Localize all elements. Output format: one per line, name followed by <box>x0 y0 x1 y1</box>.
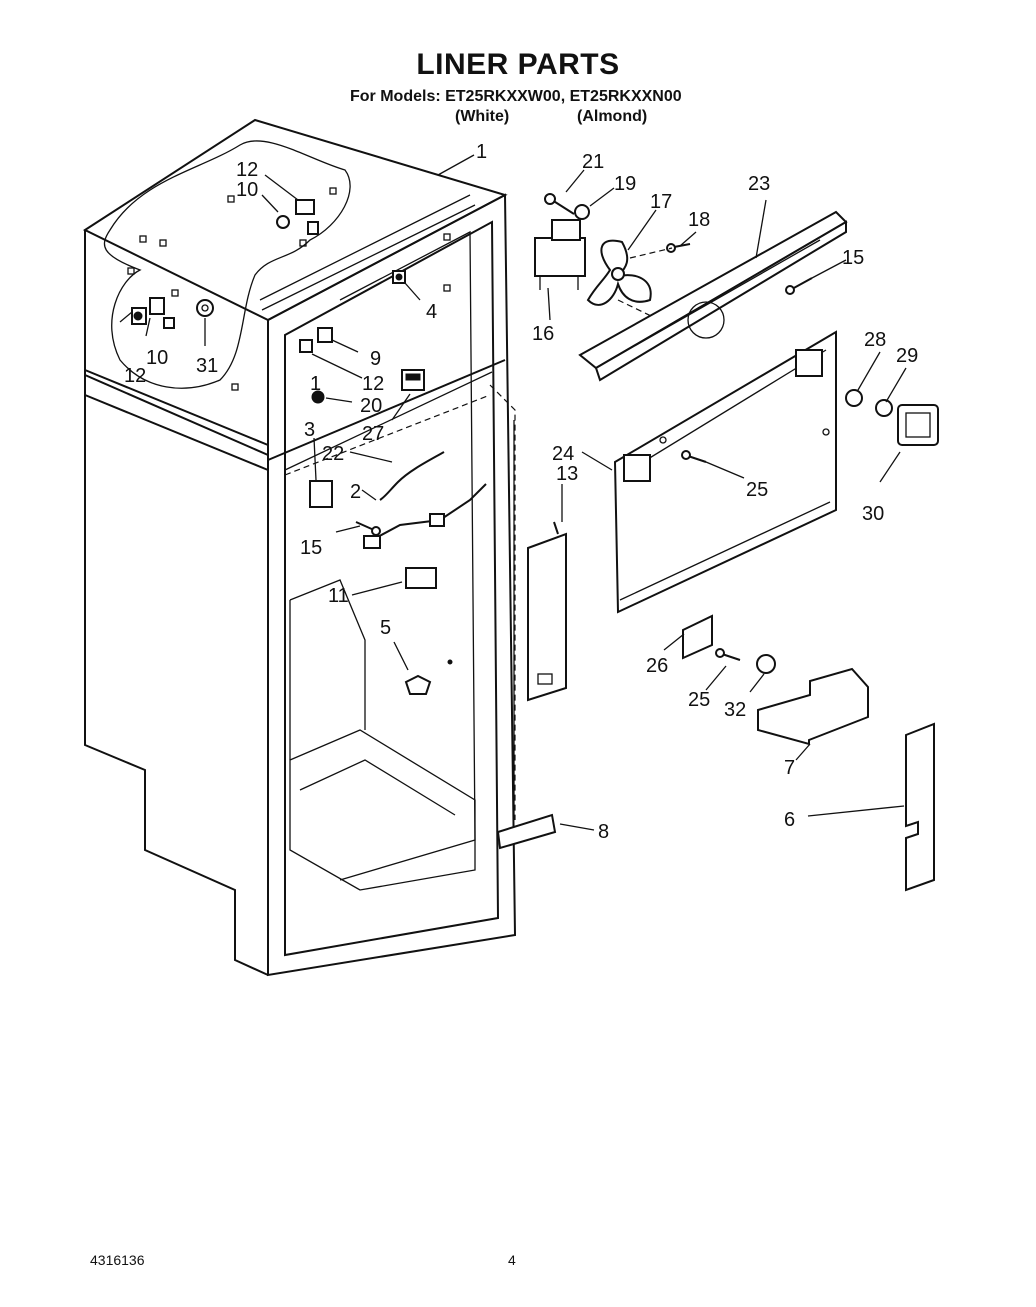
callout-15-right: 15 <box>842 247 864 269</box>
color-note-almond: (Almond) <box>577 108 648 125</box>
callout-13: 13 <box>556 463 578 485</box>
callout-19: 19 <box>614 173 636 195</box>
callout-5: 5 <box>380 617 391 639</box>
callout-10-left: 10 <box>146 347 168 369</box>
callout-18: 18 <box>688 209 710 231</box>
callout-17: 17 <box>650 191 672 213</box>
callout-29: 29 <box>896 345 918 367</box>
callout-9: 9 <box>370 348 381 370</box>
callout-6: 6 <box>784 809 795 831</box>
callout-23: 23 <box>748 173 770 195</box>
callout-12-top: 12 <box>236 159 258 181</box>
callout-21: 21 <box>582 151 604 173</box>
diagram-title: LINER PARTS <box>416 48 620 81</box>
callout-26: 26 <box>646 655 668 677</box>
air-duct <box>527 521 567 702</box>
callout-3: 3 <box>304 419 315 441</box>
callout-8: 8 <box>598 821 609 843</box>
callout-labels: 1 12 10 12 10 31 4 9 12 1 20 27 3 22 2 1… <box>124 141 918 843</box>
callout-10-top: 10 <box>236 179 258 201</box>
callout-1-mid: 1 <box>310 373 321 395</box>
callout-24: 24 <box>552 443 574 465</box>
callout-25-upper: 25 <box>746 479 768 501</box>
light-parts <box>845 389 939 446</box>
callout-12-left: 12 <box>124 365 146 387</box>
fan-cover <box>578 210 848 382</box>
interior-parts <box>299 327 487 695</box>
callout-12-mid: 12 <box>362 373 384 395</box>
callout-16: 16 <box>532 323 554 345</box>
document-number: 4316136 <box>90 1252 145 1268</box>
callout-4: 4 <box>426 301 437 323</box>
insulation-pieces <box>496 667 935 892</box>
top-fasteners <box>131 199 406 329</box>
models-line: For Models: ET25RKXXW00, ET25RKXXN00 <box>350 88 682 105</box>
callout-7: 7 <box>784 757 795 779</box>
callout-32: 32 <box>724 699 746 721</box>
callout-27: 27 <box>362 423 384 445</box>
callout-15-left: 15 <box>300 537 322 559</box>
fan-assembly <box>534 193 691 331</box>
callout-25-lower: 25 <box>688 689 710 711</box>
leader-lines <box>119 154 907 831</box>
callout-2: 2 <box>350 481 361 503</box>
page-number: 4 <box>508 1252 516 1268</box>
callout-22: 22 <box>322 443 344 465</box>
callout-28: 28 <box>864 329 886 351</box>
callout-11: 11 <box>328 585 349 607</box>
color-note-white: (White) <box>455 108 510 125</box>
callout-1: 1 <box>476 141 487 163</box>
callout-30: 30 <box>862 503 884 525</box>
evaporator-cover <box>613 330 837 614</box>
liner-body <box>82 118 517 977</box>
callout-20: 20 <box>360 395 382 417</box>
callout-31: 31 <box>196 355 218 377</box>
small-bottom-parts <box>682 614 776 674</box>
